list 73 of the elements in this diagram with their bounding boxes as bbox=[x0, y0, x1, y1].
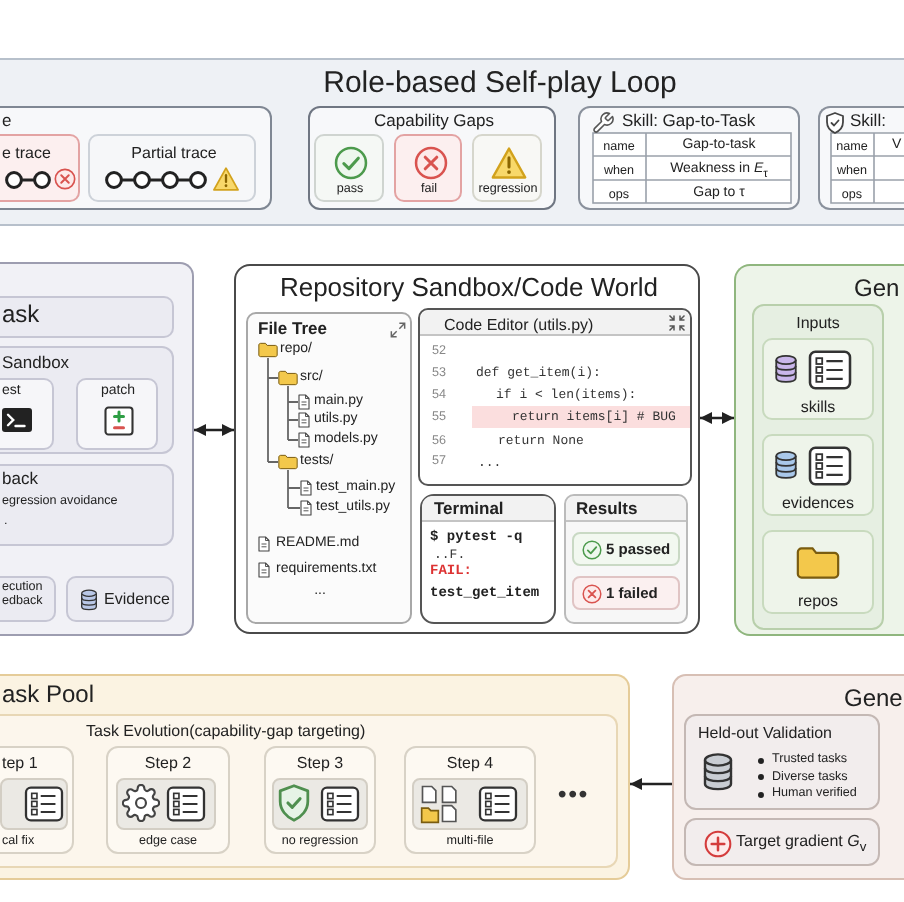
step-card bbox=[264, 746, 376, 854]
step-card bbox=[404, 746, 536, 854]
card-label: Target gradient G$_{v}$ bbox=[736, 832, 867, 857]
tool-card bbox=[76, 378, 158, 450]
card-title: Task Evolution(capability-gap targeting) bbox=[86, 722, 366, 741]
card-title: Held-out Validation bbox=[698, 724, 833, 743]
status-card bbox=[472, 134, 542, 202]
tool-card bbox=[0, 378, 54, 450]
card-label: skills bbox=[800, 398, 836, 417]
card-label: evidences bbox=[781, 494, 855, 513]
card-title: Sandbox bbox=[2, 354, 70, 374]
double-arrow bbox=[194, 424, 234, 436]
card-title: tep 1 bbox=[2, 754, 38, 773]
sandbox-panel bbox=[0, 346, 174, 454]
evolution-panel bbox=[0, 714, 618, 868]
card-title: Step 4 bbox=[446, 754, 494, 773]
step-card bbox=[106, 746, 230, 854]
feedback-card bbox=[0, 464, 174, 546]
card-title: Inputs bbox=[796, 314, 840, 333]
arrow bbox=[630, 778, 672, 790]
section-panel bbox=[0, 58, 904, 226]
input-card bbox=[762, 434, 874, 516]
step-card bbox=[0, 746, 74, 854]
results-panel bbox=[564, 494, 688, 624]
inputs-panel bbox=[752, 304, 884, 630]
panel-title: Repository Sandbox/Code World bbox=[279, 274, 659, 304]
double-arrow bbox=[700, 412, 734, 424]
card-title: File Tree bbox=[258, 320, 327, 340]
trace-card bbox=[0, 134, 80, 202]
card-label: Partial trace bbox=[131, 144, 217, 163]
card-title: Skill: bbox=[850, 112, 886, 132]
skill-card bbox=[578, 106, 800, 210]
card-title: Code Editor (utils.py) bbox=[444, 316, 594, 335]
card-title: e bbox=[2, 112, 12, 132]
section-panel bbox=[234, 264, 700, 634]
card-title: Capability Gaps bbox=[374, 112, 494, 132]
card-title: Step 2 bbox=[144, 754, 192, 773]
status-card bbox=[314, 134, 384, 202]
card-title: back bbox=[2, 470, 38, 490]
card-title: Step 3 bbox=[296, 754, 344, 773]
card-title: Terminal bbox=[434, 500, 504, 520]
panel-title: ask Pool bbox=[2, 682, 95, 710]
card-label: e trace bbox=[2, 144, 51, 163]
validation-card bbox=[684, 714, 880, 810]
input-card bbox=[762, 530, 874, 614]
tag-card bbox=[0, 576, 56, 622]
ellipsis: ••• bbox=[558, 782, 590, 810]
result-row bbox=[572, 576, 680, 610]
card-title: ask bbox=[2, 302, 40, 330]
gradient-card bbox=[684, 818, 880, 866]
card-title: Results bbox=[576, 500, 638, 520]
card-label: repos bbox=[798, 592, 838, 611]
panel-title: Gen bbox=[854, 276, 900, 304]
code-editor-panel bbox=[418, 308, 692, 486]
task-bar bbox=[0, 296, 174, 338]
trace-panel bbox=[0, 106, 272, 210]
card-label: Evidence bbox=[104, 590, 170, 609]
section-panel bbox=[672, 674, 904, 880]
section-panel bbox=[0, 262, 194, 636]
section-panel bbox=[734, 264, 904, 636]
skill-card bbox=[818, 106, 904, 210]
gaps-panel bbox=[308, 106, 556, 210]
section-panel bbox=[0, 674, 630, 880]
status-card bbox=[394, 134, 462, 202]
panel-title: Gene bbox=[844, 686, 903, 714]
tag-card bbox=[66, 576, 174, 622]
trace-card bbox=[88, 134, 256, 202]
terminal-panel bbox=[420, 494, 556, 624]
result-row bbox=[572, 532, 680, 566]
card-title: Skill: Gap-to-Task bbox=[622, 112, 756, 132]
input-card bbox=[762, 338, 874, 420]
panel-title: Role-based Self-play Loop bbox=[323, 66, 677, 101]
file-tree-panel bbox=[246, 312, 412, 624]
